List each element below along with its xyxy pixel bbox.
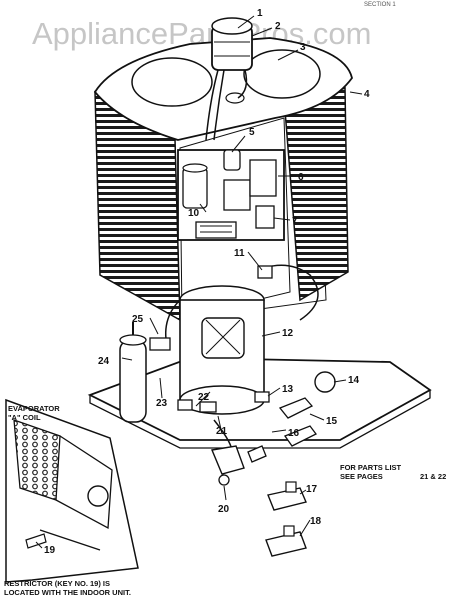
- parts-list-pages: 21 & 22: [420, 472, 446, 481]
- control-box: [177, 149, 285, 241]
- callouts: 1 2 3 4 5 6 7 10 11 12 13 14 15 16 17 18…: [44, 8, 370, 556]
- callout-15: 15: [326, 416, 338, 427]
- callout-10: 10: [188, 208, 200, 219]
- restrictor-note-line1: RESTRICTOR (KEY NO. 19) IS: [4, 579, 110, 588]
- callout-1: 1: [257, 8, 263, 19]
- callout-21: 21: [216, 426, 228, 437]
- callout-3: 3: [300, 42, 306, 53]
- callout-23: 23: [156, 398, 168, 409]
- page-corner-text: SECTION 1: [364, 2, 396, 8]
- callout-22: 22: [198, 392, 210, 403]
- callout-18: 18: [310, 516, 322, 527]
- callout-11: 11: [234, 248, 245, 259]
- callout-14: 14: [348, 375, 360, 386]
- callout-7: 7: [292, 216, 298, 227]
- callout-25: 25: [132, 314, 144, 325]
- callout-19: 19: [44, 545, 56, 556]
- evaporator-label-line1: EVAPORATOR: [8, 404, 60, 413]
- restrictor-note-line2: LOCATED WITH THE INDOOR UNIT.: [4, 588, 131, 597]
- callout-6: 6: [298, 172, 304, 183]
- callout-24: 24: [98, 356, 110, 367]
- top-cover: [93, 37, 353, 141]
- callout-17: 17: [306, 484, 318, 495]
- callout-4: 4: [364, 89, 370, 100]
- accumulator: [119, 322, 147, 423]
- leader-lines: [35, 15, 363, 549]
- callout-13: 13: [282, 384, 294, 395]
- parts-list-line2: SEE PAGES: [340, 472, 383, 481]
- service-valves: [265, 481, 307, 557]
- compressor: [179, 285, 265, 415]
- callout-5: 5: [249, 127, 255, 138]
- fan-motor: [205, 17, 253, 141]
- evaporator-label-line2: "A" COIL: [8, 413, 41, 422]
- parts-list-line1: FOR PARTS LIST: [340, 463, 402, 472]
- callout-2: 2: [275, 21, 281, 32]
- callout-20: 20: [218, 504, 230, 515]
- callout-12: 12: [282, 328, 294, 339]
- callout-16: 16: [288, 428, 300, 439]
- refrigerant-lines: [149, 264, 336, 486]
- evaporator-inset: [5, 398, 139, 583]
